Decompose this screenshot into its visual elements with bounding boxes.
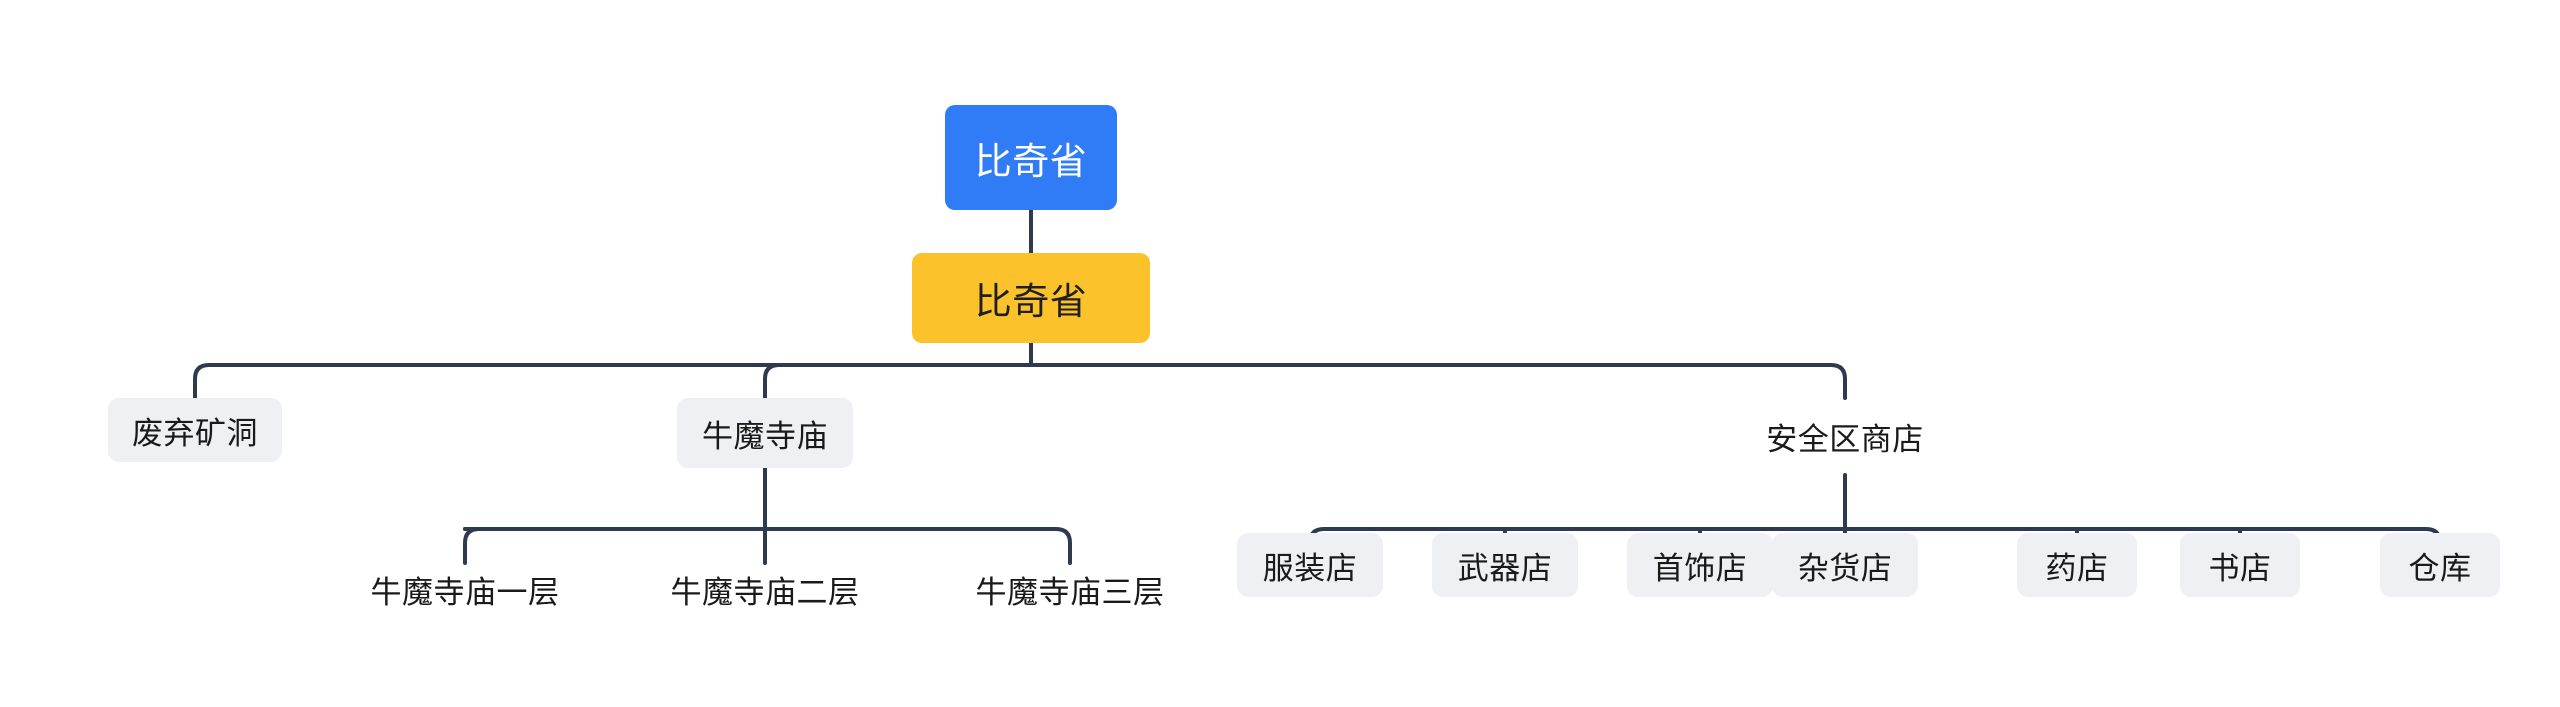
node-branch-safe-zone-shops[interactable]: 安全区商店 <box>1700 408 1990 464</box>
node-leaf-shop-pharmacy[interactable]: 药店 <box>2017 533 2137 597</box>
link-bus-to-branch-2 <box>763 363 1033 400</box>
node-leaf-shop-jewelry-label: 首饰店 <box>1652 550 1748 586</box>
node-leaf-shop-bookstore-label: 书店 <box>2208 550 2272 586</box>
node-branch-abandoned-mine[interactable]: 废弃矿洞 <box>108 398 282 462</box>
link-temple-subbus-leaf-1 <box>463 527 481 565</box>
node-leaf-shop-warehouse[interactable]: 仓库 <box>2380 533 2500 597</box>
node-leaf-temple-floor-2-label: 牛魔寺庙二层 <box>670 574 860 610</box>
node-root-label: 比奇省 <box>974 140 1088 182</box>
node-branch-safe-zone-shops-label: 安全区商店 <box>1766 421 1924 457</box>
node-leaf-shop-jewelry[interactable]: 首饰店 <box>1627 533 1773 597</box>
node-leaf-temple-floor-2[interactable]: 牛魔寺庙二层 <box>645 563 885 615</box>
node-leaf-shop-warehouse-label: 仓库 <box>2408 550 2472 586</box>
node-leaf-temple-floor-1[interactable]: 牛魔寺庙一层 <box>345 563 585 615</box>
node-level2[interactable]: 比奇省 <box>912 253 1150 343</box>
link-bus-to-branch-1 <box>193 363 1033 400</box>
node-branch-abandoned-mine-label: 废弃矿洞 <box>132 415 258 451</box>
node-leaf-shop-weapon-label: 武器店 <box>1457 550 1553 586</box>
node-leaf-temple-floor-3-label: 牛魔寺庙三层 <box>975 574 1165 610</box>
node-leaf-shop-clothing-label: 服装店 <box>1262 550 1358 586</box>
link-temple-subbus-leaf-3 <box>1054 527 1072 565</box>
node-leaf-temple-floor-1-label: 牛魔寺庙一层 <box>370 574 560 610</box>
node-branch-bull-demon-temple[interactable]: 牛魔寺庙 <box>677 398 853 468</box>
node-leaf-shop-pharmacy-label: 药店 <box>2045 550 2109 586</box>
node-level2-label: 比奇省 <box>974 281 1088 322</box>
node-root[interactable]: 比奇省 <box>945 105 1117 210</box>
node-leaf-shop-bookstore[interactable]: 书店 <box>2180 533 2300 597</box>
node-branch-bull-demon-temple-label: 牛魔寺庙 <box>702 418 828 454</box>
node-leaf-shop-weapon[interactable]: 武器店 <box>1432 533 1578 597</box>
node-leaf-shop-grocery[interactable]: 杂货店 <box>1772 533 1918 597</box>
node-leaf-shop-clothing[interactable]: 服装店 <box>1237 533 1383 597</box>
link-bus-to-branch-3 <box>1029 363 1847 400</box>
node-leaf-shop-grocery-label: 杂货店 <box>1797 550 1893 586</box>
node-leaf-temple-floor-3[interactable]: 牛魔寺庙三层 <box>950 563 1190 615</box>
